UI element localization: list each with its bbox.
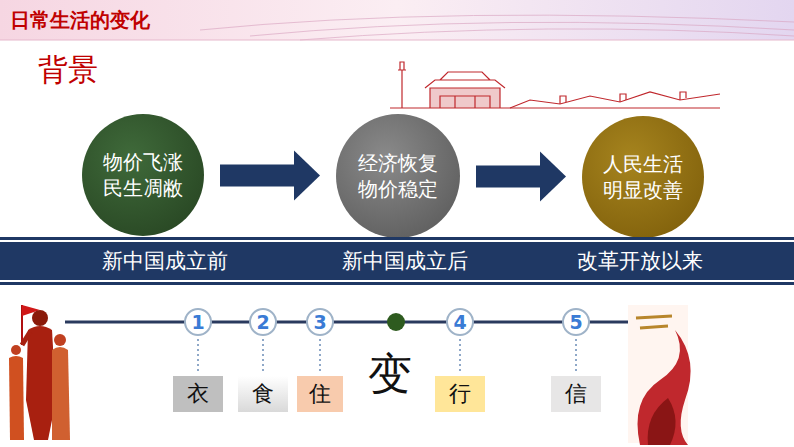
connector (576, 339, 577, 373)
callout-number: 4 (446, 308, 474, 336)
node-text: 食 (252, 379, 274, 409)
stage-circle: 物价飞涨 民生凋敝 (82, 114, 204, 236)
connector (320, 339, 321, 373)
section-heading: 背景 (38, 50, 98, 91)
topic-box: 信 (551, 376, 601, 412)
topic-box: 住 (297, 376, 343, 412)
center-word: 变 (368, 352, 412, 396)
node-text: 改革开放以来 (577, 247, 703, 275)
node-text: 人民生活 明显改善 (600, 151, 686, 203)
stage-circle: 人民生活 明显改善 (582, 116, 704, 238)
node-text: 2 (256, 311, 269, 333)
people-figures (9, 305, 70, 440)
banner-lines (200, 15, 794, 40)
callout-number: 2 (249, 308, 277, 336)
node-text: 新中国成立前 (102, 247, 228, 275)
node-text: 住 (309, 379, 331, 409)
node-text: 经济恢复 物价稳定 (354, 150, 442, 202)
connector (198, 339, 199, 373)
connector (476, 152, 566, 202)
node-text: 衣 (187, 379, 209, 409)
node-text: 5 (569, 311, 582, 333)
header-banner (0, 0, 794, 40)
connector (460, 339, 461, 373)
node-text: 行 (449, 379, 471, 409)
connector (263, 339, 264, 373)
node-text: 物价飞涨 民生凋敝 (100, 149, 186, 201)
tiananmen-art (390, 62, 720, 108)
topic-box: 行 (435, 376, 485, 412)
topic-box: 衣 (173, 376, 223, 412)
gate-fill (430, 88, 500, 108)
node-text: 信 (565, 379, 587, 409)
callout-number: 3 (306, 308, 334, 336)
stage-circle: 经济恢复 物价稳定 (336, 114, 460, 238)
node-text: 4 (453, 311, 466, 333)
banner-rule (0, 40, 794, 41)
node-text: 1 (191, 311, 204, 333)
period-band: 新中国成立前 新中国成立后 改革开放以来 (0, 240, 794, 282)
celebration-image (628, 305, 691, 445)
center-dot (387, 313, 405, 331)
timeline (65, 321, 640, 324)
callout-number: 5 (562, 308, 590, 336)
callout-number: 1 (184, 308, 212, 336)
connector (220, 151, 320, 201)
node-text: 新中国成立后 (342, 247, 468, 275)
node-text: 3 (313, 311, 326, 333)
topic-box: 食 (238, 376, 288, 412)
page-title: 日常生活的变化 (10, 7, 150, 34)
